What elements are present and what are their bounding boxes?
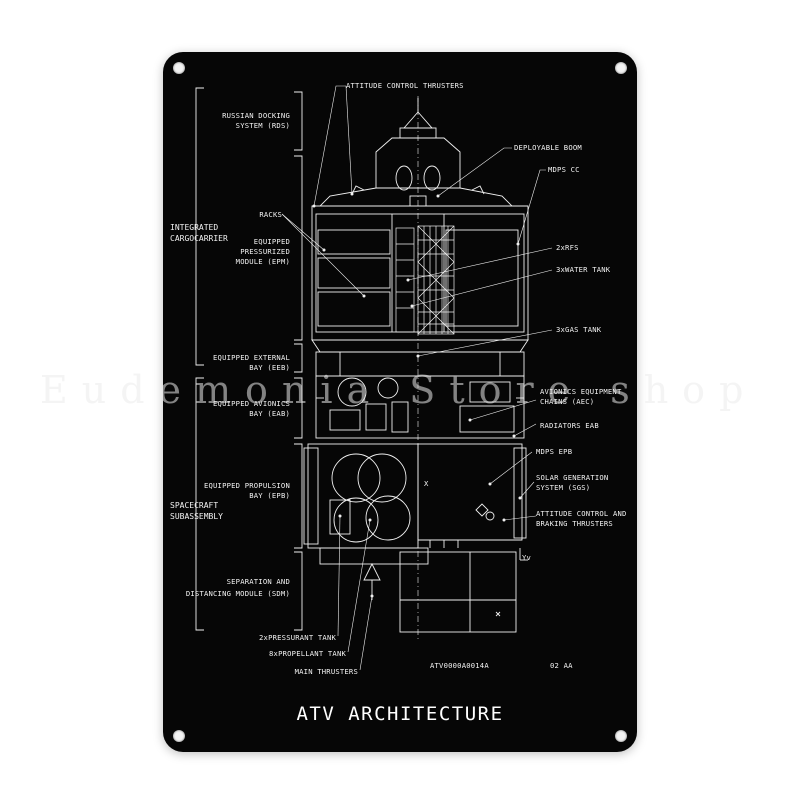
diagram-title: ATV ARCHITECTURE	[296, 703, 503, 725]
label-main-thrusters: MAIN THRUSTERS	[295, 667, 358, 676]
group-label-spacecraft-2: SUBASSEMBLY	[170, 512, 223, 521]
axis-y-label: Yv	[522, 553, 531, 562]
label-epm-3: MODULE (EPM)	[236, 257, 290, 266]
doc-number: ATV0000A0014A	[430, 661, 489, 670]
revision: 02 AA	[550, 661, 573, 670]
label-eab-1: EQUIPPED AVIONICS	[213, 399, 290, 408]
label-act-braking-2: BRAKING THRUSTERS	[536, 519, 613, 528]
label-racks: RACKS	[259, 210, 282, 219]
group-label-spacecraft-1: SPACECRAFT	[170, 501, 218, 510]
label-epb-1: EQUIPPED PROPULSION	[204, 481, 290, 490]
group-label-integrated-1: INTEGRATED	[170, 223, 218, 232]
bracket-integrated	[195, 87, 204, 366]
leader-dots	[312, 192, 522, 598]
bracket-spacecraft	[195, 377, 204, 631]
docking-section	[312, 98, 528, 207]
label-deployable-boom: DEPLOYABLE BOOM	[514, 143, 582, 152]
label-epb-2: BAY (EPB)	[249, 491, 290, 500]
bracket-rds	[294, 91, 303, 151]
label-eeb-2: BAY (EEB)	[249, 363, 290, 372]
bracket-epm	[294, 155, 303, 341]
bracket-eab	[294, 377, 303, 439]
mounting-hole-bottom-right	[615, 730, 627, 742]
separation-module	[319, 547, 528, 633]
label-act-braking-1: ATTITUDE CONTROL AND	[536, 509, 627, 518]
label-sgs-1: SOLAR GENERATION	[536, 473, 608, 482]
mounting-hole-top-left	[173, 62, 185, 74]
label-aec-1: AVIONICS EQUIPMENT	[540, 387, 622, 396]
label-rds-1: RUSSIAN DOCKING	[222, 111, 290, 120]
label-mdps-epb: MDPS EPB	[536, 447, 572, 456]
label-eeb-1: EQUIPPED EXTERNAL	[213, 353, 290, 362]
label-sdm-2: DISTANCING MODULE (SDM)	[186, 589, 290, 598]
bracket-epb	[294, 443, 303, 549]
label-attitude-control-thrusters: ATTITUDE CONTROL THRUSTERS	[346, 81, 464, 90]
label-eab-2: BAY (EAB)	[249, 409, 290, 418]
racks-grid	[395, 225, 455, 335]
label-water-tank: 3xWATER TANK	[556, 265, 611, 274]
label-pressurant-tank: 2xPRESSURANT TANK	[259, 633, 336, 642]
leader-lines	[281, 85, 553, 671]
label-radiators-eab: RADIATORS EAB	[540, 421, 599, 430]
bracket-eeb	[294, 343, 303, 373]
label-rfs: 2xRFS	[556, 243, 579, 252]
label-epm-1: EQUIPPED	[254, 237, 290, 246]
label-propellant-tank: 8xPROPELLANT TANK	[269, 649, 346, 658]
avionics-bay	[315, 375, 525, 439]
mounting-hole-bottom-left	[173, 730, 185, 742]
external-bay	[311, 339, 529, 377]
label-gas-tank: 3xGAS TANK	[556, 325, 602, 334]
group-label-integrated-2: CARGOCARRIER	[170, 234, 228, 243]
propulsion-bay	[303, 443, 527, 549]
label-mdps-cc: MDPS CC	[548, 165, 580, 174]
label-epm-2: PRESSURIZED	[240, 247, 290, 256]
label-sdm-1: SEPARATION AND	[227, 577, 290, 586]
label-rds-2: SYSTEM (RDS)	[236, 121, 290, 130]
label-aec-2: CHAINS (AEC)	[540, 397, 594, 406]
label-sgs-2: SYSTEM (SGS)	[536, 483, 590, 492]
bracket-sdm	[294, 551, 303, 631]
mounting-hole-top-right	[615, 62, 627, 74]
axis-x-label: X	[424, 479, 429, 488]
